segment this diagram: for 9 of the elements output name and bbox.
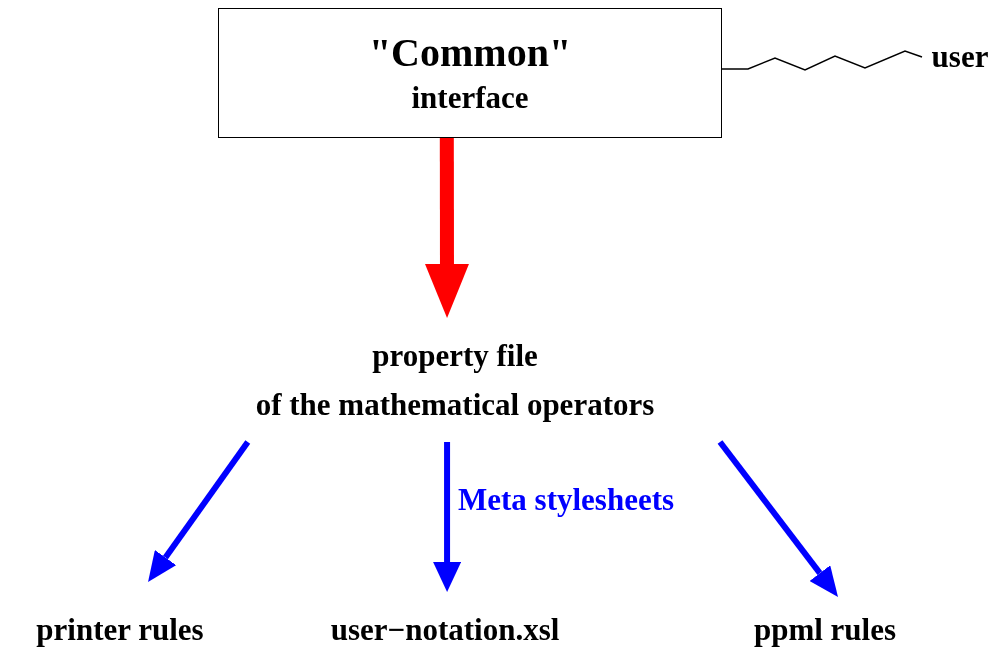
node-label: printer rules <box>36 611 204 649</box>
process-box <box>218 8 722 138</box>
node-label: property file <box>372 337 538 375</box>
node-label: user <box>931 38 989 76</box>
node-label: of the mathematical operators <box>255 386 655 424</box>
box-title: "Common" <box>368 29 572 77</box>
box-subtitle: interface <box>411 79 529 117</box>
node-label: user−notation.xsl <box>330 611 560 649</box>
node-label: ppml rules <box>753 611 897 649</box>
